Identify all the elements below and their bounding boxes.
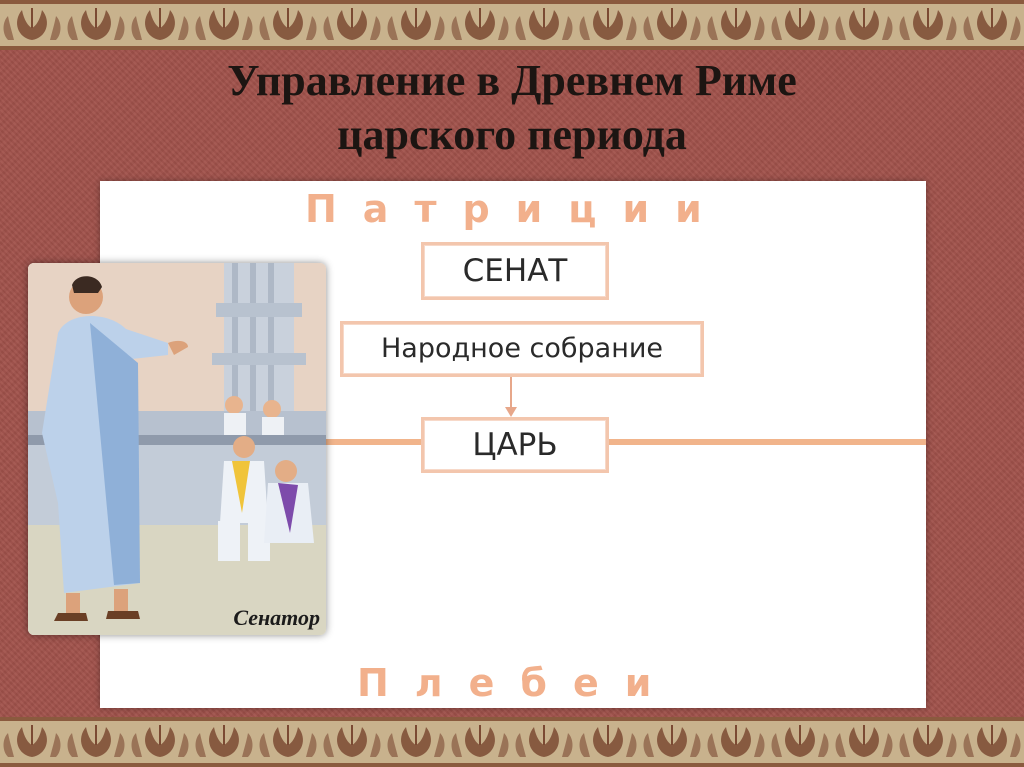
assembly-box: Народное собрание bbox=[340, 321, 704, 377]
illustration-caption: Сенатор bbox=[233, 605, 320, 630]
senate-box: СЕНАТ bbox=[421, 242, 609, 300]
king-connector-right bbox=[609, 439, 926, 445]
slide-title-line-1: Управление в Древнем Риме bbox=[227, 56, 797, 105]
king-connector-left bbox=[322, 439, 421, 445]
slide-title-line-2: царского периода bbox=[337, 110, 687, 159]
senator-scene-image bbox=[28, 263, 326, 635]
assembly-to-king-arrow bbox=[510, 377, 512, 409]
slide-title: Управление в Древнем Риме царского перио… bbox=[0, 54, 1024, 162]
ornament-border-top bbox=[0, 0, 1024, 50]
patricians-label: Патриции bbox=[305, 187, 728, 231]
arrow-head-icon bbox=[505, 407, 517, 417]
king-box: ЦАРЬ bbox=[421, 417, 609, 473]
senator-illustration: Сенатор bbox=[28, 263, 326, 635]
ornament-border-bottom bbox=[0, 717, 1024, 767]
plebeians-label: Плебеи bbox=[357, 661, 678, 705]
